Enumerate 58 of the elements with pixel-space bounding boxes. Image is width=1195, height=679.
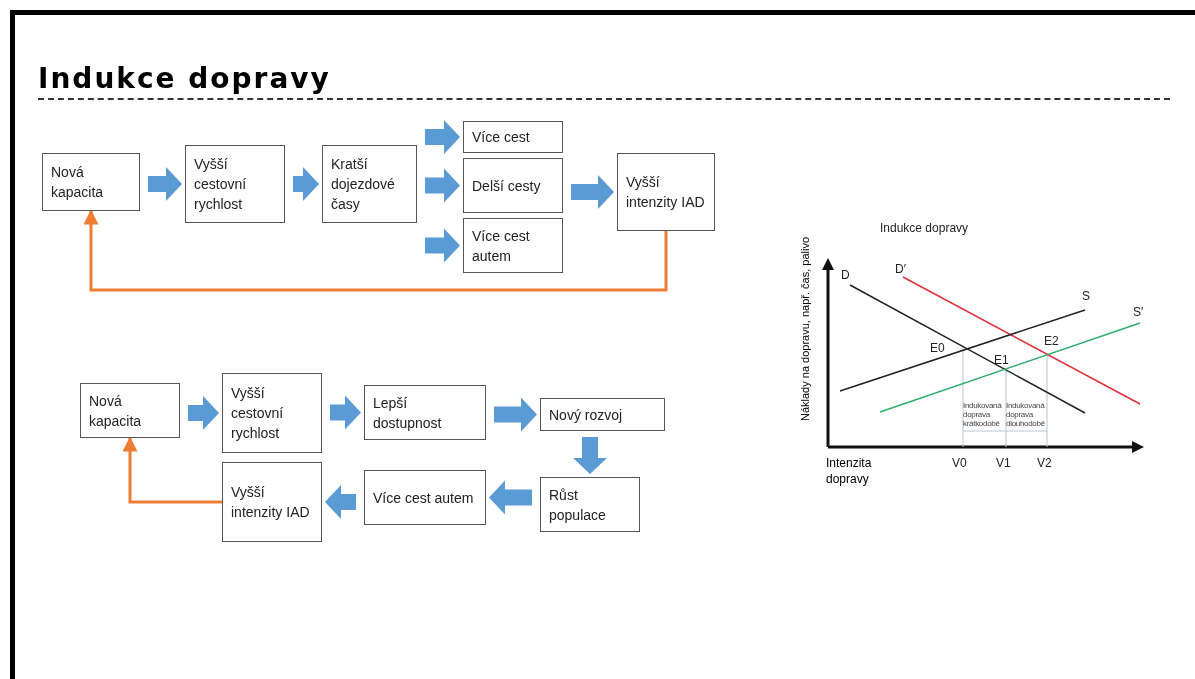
page-title: Indukce dopravy xyxy=(38,61,331,97)
box-text: Vyšší intenzity IAD xyxy=(626,173,706,212)
box-text: Více cest autem xyxy=(373,488,475,508)
block-arrow xyxy=(293,167,319,201)
axis-title: Intenzita dopravy xyxy=(826,455,873,487)
process-box xyxy=(463,158,563,213)
chart-title: Indukce dopravy xyxy=(880,221,969,235)
block-arrow xyxy=(489,480,532,515)
block-arrow xyxy=(571,175,614,209)
block-arrow xyxy=(330,395,361,430)
axis-tick-label: V1 xyxy=(996,456,1011,470)
curve-label: D′ xyxy=(895,262,906,276)
process-box xyxy=(80,383,180,438)
box-text: Více cest autem xyxy=(472,226,531,266)
box-text: Nový rozvoj xyxy=(549,405,624,425)
block-arrow xyxy=(425,120,460,154)
chart-note: Indukovaná doprava krátkodobě xyxy=(963,401,1003,428)
curve-label: E0 xyxy=(930,341,945,355)
process-box xyxy=(364,470,486,525)
curve-label: D xyxy=(841,268,850,282)
box-text: Vyšší cestovní rychlost xyxy=(231,384,285,443)
axis-title: Náklady na dopravu, např. čas, palivo xyxy=(798,235,812,424)
process-box xyxy=(222,462,322,542)
curve-label: S xyxy=(1082,289,1090,303)
process-box xyxy=(463,121,563,153)
curve-label: E2 xyxy=(1044,334,1059,348)
block-arrow xyxy=(325,485,356,519)
axis-tick-label: V0 xyxy=(952,456,967,470)
arrow xyxy=(122,436,222,504)
axis-tick-label: V2 xyxy=(1037,456,1052,470)
block-arrow xyxy=(188,396,219,430)
process-box xyxy=(322,145,417,223)
block-arrow xyxy=(148,167,182,201)
box-text: Vyšší cestovní rychlost xyxy=(194,155,248,214)
block-arrow xyxy=(494,397,537,432)
block-arrow xyxy=(425,168,460,203)
box-text: Růst populace xyxy=(549,485,607,525)
process-box xyxy=(540,398,665,431)
curve-label: E1 xyxy=(994,353,1009,367)
arrow xyxy=(83,209,668,292)
box-text: Nová kapacita xyxy=(89,391,143,431)
process-box xyxy=(185,145,285,223)
box-text: Kratší dojezdové časy xyxy=(331,155,396,214)
box-text: Více cest xyxy=(472,128,531,147)
box-text: Lepší dostupnost xyxy=(373,393,443,433)
process-box xyxy=(364,385,486,440)
chart-note: Indukovaná doprava dlouhodobě xyxy=(1006,401,1046,428)
curve-label: S′ xyxy=(1133,305,1144,319)
process-box xyxy=(463,218,563,273)
box-text: Nová kapacita xyxy=(51,163,105,202)
process-box xyxy=(42,153,140,211)
box-text: Vyšší intenzity IAD xyxy=(231,483,311,522)
process-box xyxy=(222,373,322,453)
block-arrow xyxy=(425,228,460,263)
process-box xyxy=(617,153,715,231)
process-box xyxy=(540,477,640,532)
block-arrow xyxy=(573,437,607,474)
box-text: Delší cesty xyxy=(472,176,542,196)
